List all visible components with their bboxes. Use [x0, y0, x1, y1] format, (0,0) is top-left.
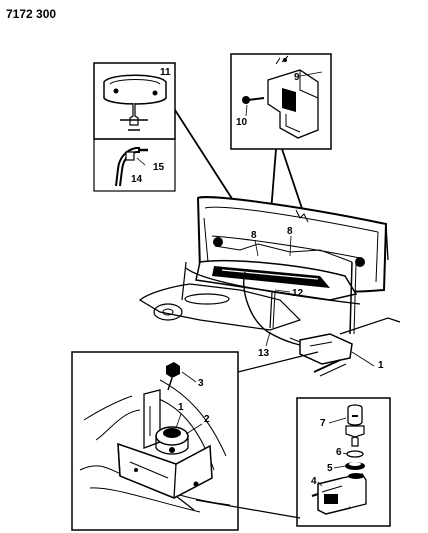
hood-assembly: 8 8 12 13 1 — [138, 196, 401, 377]
callout-7: 7 — [320, 418, 326, 429]
inset-reservoir-mount: 3 1 2 — [71, 351, 239, 531]
callout-11: 11 — [160, 67, 171, 78]
callout-2: 2 — [204, 414, 210, 425]
callout-4: 4 — [311, 476, 317, 487]
callout-8-left: 8 — [251, 230, 257, 241]
inset-leader-pump — [195, 499, 301, 519]
callout-9: 9 — [294, 72, 300, 83]
inset-pump-exploded: 7 6 5 4 — [296, 397, 391, 527]
inset-bracket: 9 10 — [230, 53, 332, 150]
callout-10: 10 — [236, 117, 248, 128]
figure-id: 7172 300 — [6, 7, 56, 21]
callout-13: 13 — [258, 348, 270, 359]
callout-14: 14 — [131, 174, 143, 185]
callout-12: 12 — [292, 288, 304, 299]
callout-15: 15 — [153, 162, 165, 173]
callout-1-main: 1 — [378, 360, 384, 371]
callout-1-inset: 1 — [178, 402, 184, 413]
callout-6: 6 — [336, 447, 342, 458]
callout-5: 5 — [327, 463, 333, 474]
callout-3: 3 — [198, 378, 204, 389]
inset-leader-lower — [237, 351, 319, 373]
inset-hose-connector: 15 14 — [93, 138, 176, 192]
callout-8-right: 8 — [287, 226, 293, 237]
inset-nozzle: 11 — [93, 62, 176, 140]
